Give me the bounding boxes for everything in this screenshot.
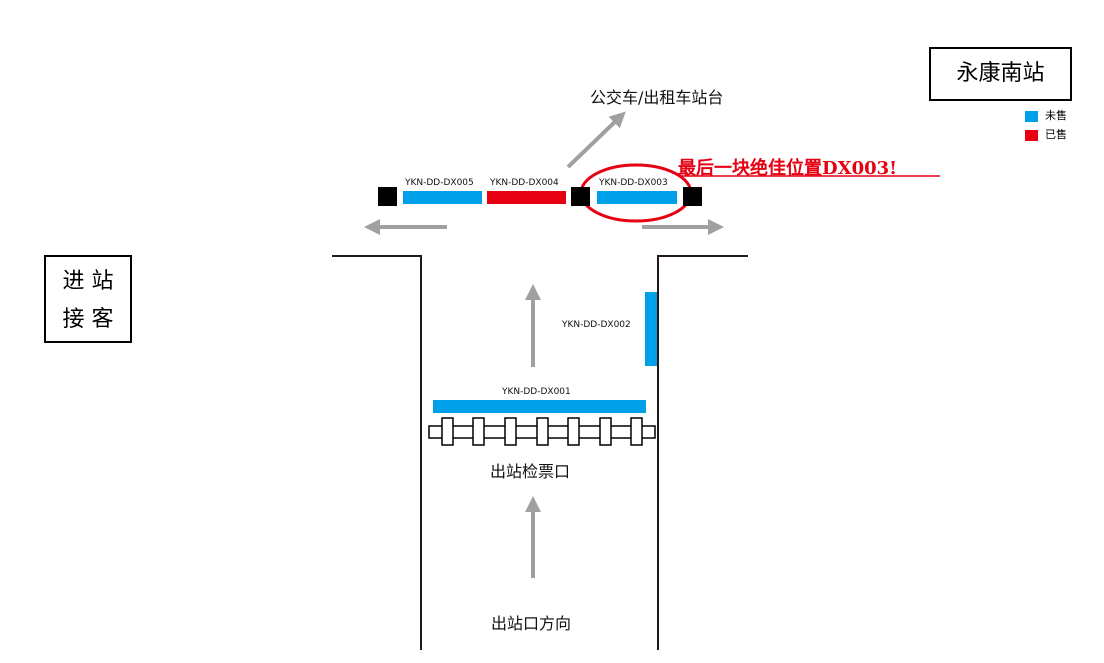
highlight-text: 最后一块绝佳位置DX003!: [678, 158, 898, 179]
arrow-diagonal-icon: [566, 111, 626, 169]
slot-label-dx005: YKN-DD-DX005: [405, 178, 474, 188]
slot-label-dx001: YKN-DD-DX001: [502, 387, 571, 397]
pillar: [683, 187, 702, 206]
legend-item-sold: 已售: [1025, 125, 1067, 144]
legend-label-sold: 已售: [1045, 128, 1067, 141]
ticket-gates: [428, 417, 656, 446]
slot-label-dx004: YKN-DD-DX004: [490, 178, 559, 188]
legend-swatch-sold: [1025, 129, 1038, 141]
exit-gate-label: 出站检票口: [490, 462, 571, 481]
entry-pickup-box: 进 站 接 客: [44, 255, 132, 343]
slot-label-dx003: YKN-DD-DX003: [599, 178, 668, 188]
ad-slot-dx002[interactable]: [645, 292, 657, 366]
ad-slot-dx004[interactable]: [487, 191, 566, 204]
ad-slot-dx005[interactable]: [403, 191, 482, 204]
legend-swatch-unsold: [1025, 110, 1038, 122]
entry-label-line1: 进 站: [62, 269, 114, 294]
ad-slot-dx001[interactable]: [433, 400, 646, 413]
pillar: [571, 187, 590, 206]
bus-taxi-label: 公交车/出租车站台: [590, 88, 724, 107]
walls: [332, 255, 748, 650]
legend: 未售 已售: [1025, 106, 1067, 144]
station-name-box: 永康南站: [929, 47, 1072, 101]
ad-slot-dx003[interactable]: [597, 191, 677, 204]
legend-item-unsold: 未售: [1025, 106, 1067, 125]
legend-label-unsold: 未售: [1045, 109, 1067, 122]
entry-label-line2: 接 客: [62, 307, 114, 332]
pillar: [378, 187, 397, 206]
exit-direction-label: 出站口方向: [491, 614, 572, 633]
arrows: [364, 111, 724, 578]
slot-label-dx002: YKN-DD-DX002: [562, 320, 631, 330]
